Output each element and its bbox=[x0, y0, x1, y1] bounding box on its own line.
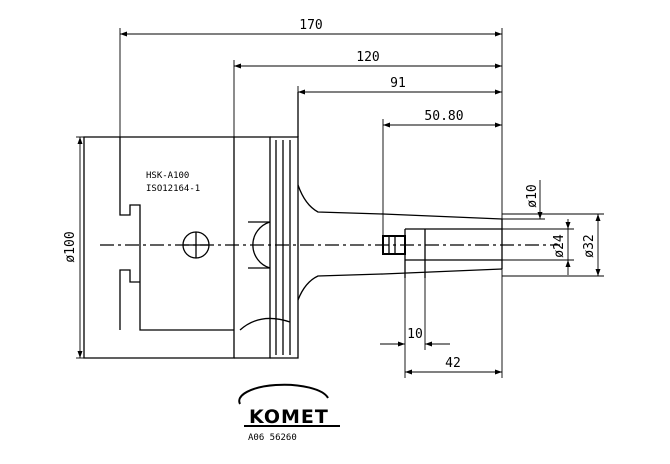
spec-line-1: HSK-A100 bbox=[146, 171, 189, 181]
dimension-170: 170 bbox=[119, 18, 503, 219]
taper-neck bbox=[297, 92, 503, 301]
dim-10-label: 10 bbox=[407, 327, 423, 342]
dimension-50: 50.80 bbox=[382, 109, 502, 236]
komet-logo: KOMET A06 56260 bbox=[238, 383, 340, 443]
dimension-120: 120 bbox=[233, 50, 502, 137]
dim-170-label: 170 bbox=[299, 18, 322, 33]
dim-50-label: 50.80 bbox=[424, 109, 463, 124]
dim-dia10-label: ø10 bbox=[525, 184, 540, 207]
dimension-dia24: ø24 bbox=[502, 219, 574, 275]
dim-91-label: 91 bbox=[390, 76, 406, 91]
dimension-dia100: ø100 bbox=[63, 136, 84, 359]
collar bbox=[234, 136, 299, 359]
dim-dia100-label: ø100 bbox=[63, 231, 78, 262]
logo-text: KOMET bbox=[249, 406, 329, 428]
dimension-10: 10 bbox=[380, 278, 450, 350]
dimension-91: 91 bbox=[297, 76, 502, 137]
dimension-dia32: ø32 bbox=[502, 213, 604, 277]
dim-dia32-label: ø32 bbox=[582, 234, 597, 257]
dim-42-label: 42 bbox=[445, 356, 461, 371]
part-number: A06 56260 bbox=[248, 433, 297, 443]
bore bbox=[382, 228, 502, 278]
dim-120-label: 120 bbox=[356, 50, 379, 65]
dimension-42: 42 bbox=[404, 269, 503, 378]
dim-dia24-label: ø24 bbox=[552, 234, 567, 258]
dimension-dia10: ø10 bbox=[502, 180, 545, 220]
spec-line-2: ISO12164-1 bbox=[146, 184, 200, 194]
